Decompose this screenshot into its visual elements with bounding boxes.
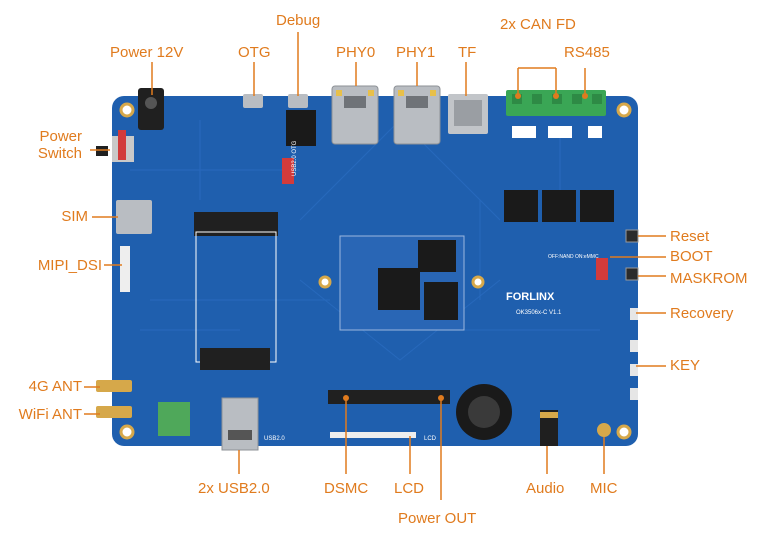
label-power-12v: Power 12V [110, 44, 184, 61]
label-debug: Debug [276, 12, 321, 29]
antenna-connectors [96, 380, 132, 418]
label-4g-ant: 4G ANT [28, 378, 82, 395]
coin-cell [456, 384, 512, 440]
label-boot: BOOT [670, 248, 713, 265]
side-buttons [630, 308, 638, 400]
label-can-fd: 2x CAN FD [500, 16, 576, 33]
wifi-module [158, 402, 190, 436]
label-phy0: PHY0 [336, 44, 376, 61]
label-otg: OTG [238, 44, 271, 61]
leader-dots [343, 93, 588, 401]
label-usb2: 2x USB2.0 [198, 480, 270, 497]
label-tf: TF [458, 44, 477, 61]
board-model: OK3506x-C V1.1 [516, 310, 562, 316]
label-key: KEY [670, 357, 701, 374]
marking-usb-otg: USB2.0 OTG [292, 140, 298, 176]
otg-connector [243, 94, 263, 108]
marking-lcd: LCD [424, 436, 437, 442]
power-switch-icon [96, 130, 134, 162]
label-wifi-ant: WiFi ANT [18, 406, 82, 423]
sim-slot [116, 200, 152, 234]
boot-switch [596, 258, 608, 280]
audio-jack [540, 410, 558, 446]
label-lcd: LCD [394, 480, 425, 497]
mipi-connector [120, 246, 130, 292]
marking-usb: USB2.0 [264, 436, 285, 442]
leader-lines [84, 32, 666, 500]
brand-logo: FORLINX [506, 291, 555, 303]
marking-boot: OFF:NAND ON:eMMC [548, 254, 599, 260]
ethernet-phy0 [331, 85, 379, 145]
label-rs485: RS485 [564, 44, 610, 61]
label-reset: Reset [670, 228, 710, 245]
buttons [625, 229, 639, 281]
label-power-switch-1: Power [39, 128, 82, 145]
mpcie-slot [194, 212, 278, 370]
label-sim: SIM [61, 208, 88, 225]
dsmc-header [328, 390, 450, 438]
label-maskrom: MASKROM [670, 270, 748, 287]
som-module [339, 235, 465, 331]
debug-connector [288, 94, 308, 108]
usb-dual-port [221, 397, 259, 451]
label-recovery: Recovery [670, 305, 734, 322]
mic-icon [597, 423, 611, 437]
isolator-modules [504, 190, 614, 222]
label-mic: MIC [590, 480, 618, 497]
label-power-switch-2: Switch [37, 145, 82, 162]
label-phy1: PHY1 [396, 44, 436, 61]
label-dsmc: DSMC [324, 480, 369, 497]
dip-switch [282, 158, 294, 184]
label-power-out: Power OUT [398, 510, 477, 527]
label-audio: Audio [526, 480, 565, 497]
label-mipi-dsi: MIPI_DSI [37, 257, 102, 274]
ethernet-phy1 [393, 85, 441, 145]
terminal-block [506, 90, 606, 138]
